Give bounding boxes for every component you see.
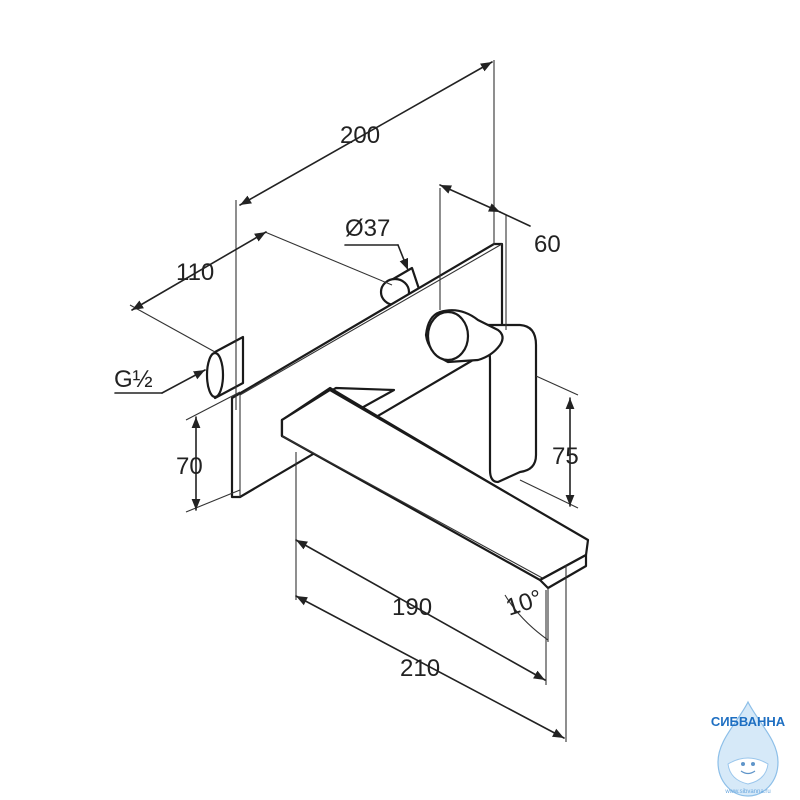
dim-70-label: 70 — [176, 453, 203, 480]
dimension-75: 75 — [519, 375, 579, 509]
dim-60-label: 60 — [534, 231, 561, 258]
dim-75-label: 75 — [552, 443, 579, 470]
dim-190-label: 190 — [392, 594, 432, 621]
dimension-d37: Ø37 — [344, 215, 409, 271]
dimension-angle: 10° — [503, 585, 549, 642]
brand-url: www.sibvanna.ru — [724, 789, 770, 795]
dim-thread-label: G½ — [114, 366, 153, 393]
dimension-70: 70 — [176, 391, 241, 513]
dimension-60: 60 — [439, 184, 561, 330]
sibvanna-logo: СИБВАННА www.sibvanna.ru — [711, 700, 786, 797]
spout — [280, 386, 590, 590]
dim-110-label: 110 — [176, 259, 214, 286]
lever-handle — [424, 309, 538, 484]
dimension-thread: G½ — [114, 366, 206, 394]
brand-label: СИБВАННА — [711, 714, 786, 729]
dim-200-label: 200 — [340, 122, 380, 149]
dim-d37-label: Ø37 — [345, 215, 390, 242]
dim-angle-label: 10° — [503, 585, 546, 622]
dim-210-label: 210 — [400, 655, 440, 682]
dimension-110: 110 — [129, 231, 393, 353]
threaded-connection — [205, 335, 245, 400]
faucet-body — [205, 242, 590, 590]
dimension-210: 210 — [295, 565, 567, 742]
